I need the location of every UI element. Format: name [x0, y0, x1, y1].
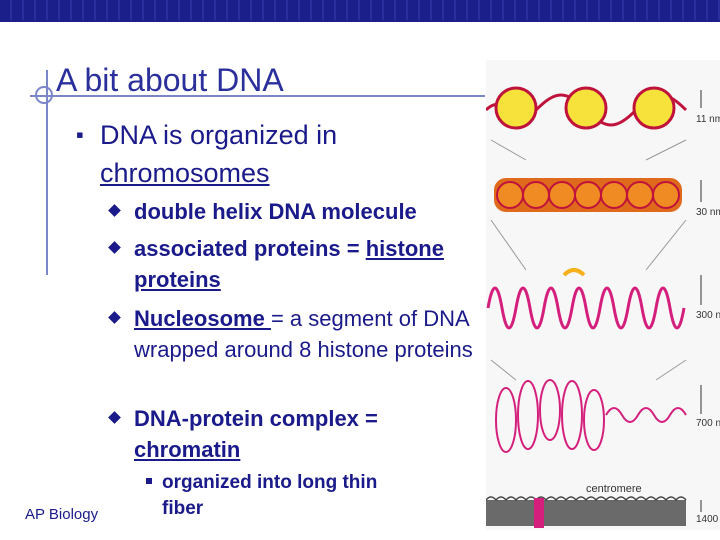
scale-label-700: 700 nm: [696, 418, 720, 429]
chromosome-arm: [486, 500, 686, 526]
nucleosome: [494, 86, 538, 130]
chromosome-texture: [486, 496, 687, 502]
diamond-bullet-icon: [108, 204, 121, 217]
diamond-bullet-icon: [108, 241, 121, 254]
nucleosome: [652, 181, 680, 209]
nucleosome: [496, 181, 524, 209]
diamond-bullet-icon: [108, 411, 121, 424]
coil: [495, 387, 517, 453]
small-square-bullet-icon: [146, 478, 152, 484]
slide-title: A bit about DNA: [56, 62, 284, 98]
nucleosome: [548, 181, 576, 209]
scale-label-300: 300 nm: [696, 310, 720, 321]
chromosomes-link[interactable]: chromosomes: [100, 158, 270, 188]
nucleosome: [564, 86, 608, 130]
coil: [583, 389, 605, 451]
banner-underline: [0, 20, 720, 22]
coil-tail: [605, 407, 687, 423]
chromatin-link[interactable]: chromatin: [134, 437, 241, 462]
highlight-arc: [562, 268, 586, 277]
nucleosome: [632, 86, 676, 130]
centromere-mark: [534, 498, 544, 528]
decor-circle: [35, 86, 53, 104]
footer-label: AP Biology: [25, 506, 99, 523]
nucleosome: [626, 181, 654, 209]
nucleosome: [600, 181, 628, 209]
decor-vertical-line: [46, 70, 48, 275]
square-bullet-icon: ▪: [76, 122, 84, 147]
coil: [561, 380, 583, 450]
centromere-label: centromere: [586, 483, 642, 495]
looped-fiber: [486, 286, 686, 330]
scale-label-11: 11 nm: [696, 114, 720, 125]
coil: [517, 380, 539, 450]
coil: [539, 379, 561, 441]
main-bullet-text: DNA is organized in chromosomes: [100, 120, 338, 188]
nucleosome: [574, 181, 602, 209]
top-banner: [0, 0, 720, 20]
solenoid-row: [494, 178, 682, 212]
diamond-bullet-icon: [108, 311, 121, 324]
scale-label-1400: 1400 nm: [696, 514, 720, 525]
chromatin-figure: centromere 11 nm 30 nm 300 nm 700 nm 140…: [486, 60, 720, 530]
scale-label-30: 30 nm: [696, 207, 720, 218]
banner-pattern: [0, 0, 720, 20]
condensed-row: [495, 379, 687, 453]
nucleosome-row: [486, 86, 688, 130]
zoom-line: [490, 219, 687, 271]
nucleosome-link[interactable]: Nucleosome: [134, 306, 271, 331]
zoom-line: [490, 139, 687, 161]
zoom-line: [490, 359, 687, 381]
decor-horizontal-line: [30, 95, 485, 97]
nucleosome: [522, 181, 550, 209]
histone-proteins-link[interactable]: histone proteins: [134, 236, 444, 292]
